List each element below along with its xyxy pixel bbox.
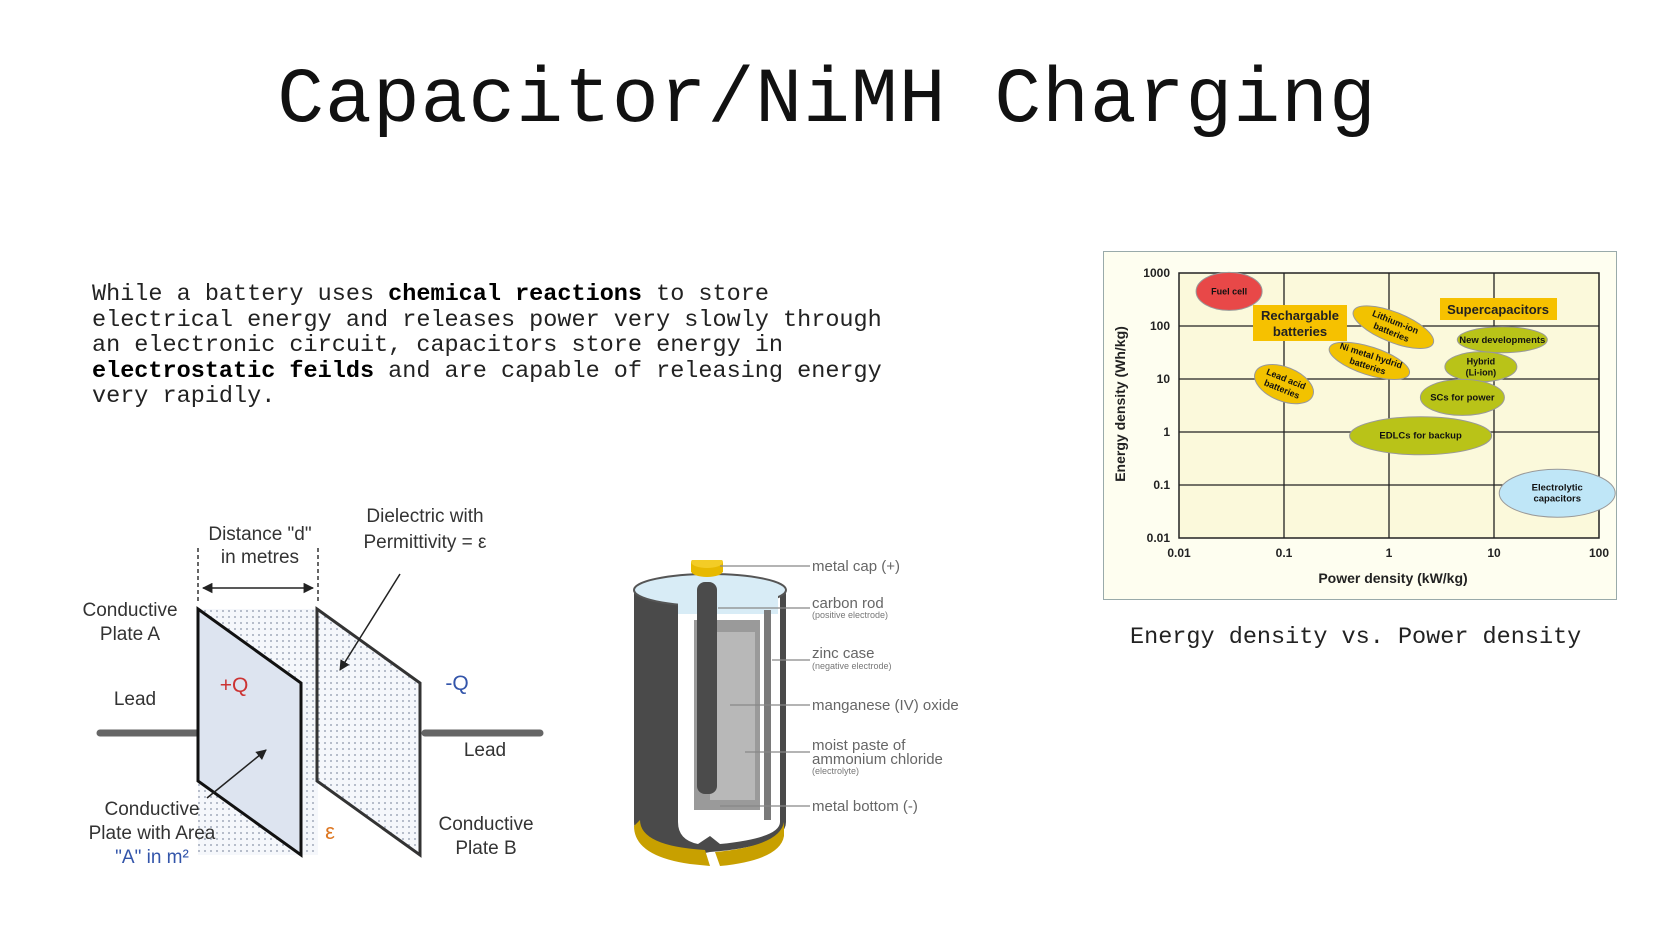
para-text-2: to store electrical energy and releases … [92,281,882,359]
lead-right-label: Lead [464,740,506,761]
area-label-2: Plate with Area [89,823,216,844]
carbon-rod [697,582,717,794]
plate-a-label-1: Conductive [82,600,177,621]
region-scs-for-power: SCs for power [1419,378,1505,416]
region-label: Hybrid [1467,356,1496,366]
region-shape [1498,468,1616,518]
region-label: Fuel cell [1211,286,1247,296]
plate-b-label-1: Conductive [438,814,533,835]
page-title: Capacitor/NiMH Charging [277,57,1377,145]
x-tick-label: 10 [1487,546,1501,560]
region-label: (Li-ion) [1466,367,1497,377]
manganese-label: manganese (IV) oxide [812,697,959,714]
distance-label-2: in metres [221,547,299,568]
region-label: Electrolytic [1532,483,1583,494]
lead-left-label: Lead [114,689,156,710]
region-edlcs-for-backup: EDLCs for backup [1349,416,1493,456]
region-label: capacitors [1533,494,1581,505]
area-label-1: Conductive [104,799,199,820]
region-hybrid-li-ion-: Hybrid(Li-ion) [1444,351,1518,383]
dielectric-arrow [339,573,401,671]
para-bold-chemical: chemical reactions [388,281,642,308]
region-shape [1349,416,1493,456]
para-text-1: While a battery uses [92,281,389,308]
rechargable-label-2: batteries [1273,324,1327,339]
metal-bottom-label: metal bottom (-) [812,798,918,815]
region-shape [1328,341,1411,380]
zinc-case-sub-label: (negative electrode) [812,661,892,671]
supercapacitors-label: Supercapacitors [1447,302,1549,317]
intro-paragraph: While a battery uses chemical reactions … [92,282,962,410]
carbon-rod-label: carbon rod [812,595,884,612]
region-fuel-cell: Fuel cell [1195,271,1263,311]
region-label: New developments [1459,335,1545,346]
paste-label-2: ammonium chloride [812,751,943,768]
battery-diagram: metal cap (+) carbon rod (positive elect… [633,560,959,866]
dielectric-label-2: Permittivity = ε [363,532,487,553]
metal-cap [691,560,723,568]
distance-label-1: Distance "d" [208,524,311,545]
y-tick-label: 10 [1157,372,1171,386]
region-new-developments: New developments [1456,326,1548,354]
y-axis-label: Energy density (Wh/kg) [1112,326,1128,482]
zinc-case-label: zinc case [812,645,875,662]
rechargable-box [1253,305,1347,341]
plate-a [196,606,303,858]
area-arrow [206,749,267,799]
x-tick-label: 0.01 [1167,546,1191,560]
plate-b-label-2: Plate B [455,838,516,859]
supercapacitors-box [1440,298,1557,320]
carbon-rod-sub-label: (positive electrode) [812,610,888,620]
paste-label-1: moist paste of [812,737,906,754]
y-tick-label: 1 [1163,425,1170,439]
region-label: SCs for power [1430,392,1495,403]
region-shape [1352,305,1435,349]
region-shape [1456,326,1548,354]
region-shape [1254,364,1314,405]
region-shape [1195,271,1263,311]
x-tick-label: 0.1 [1276,546,1293,560]
para-text-3: and are capable of releasing energy very… [92,357,882,410]
tick-labels: 0.01 0.1 1 10 100 0.01 0.1 1 10 100 1000 [1143,266,1609,560]
rechargable-label-1: Rechargable [1261,308,1339,323]
paste-sub-label: (electrolyte) [812,766,859,776]
area-label-3: "A" in m² [115,847,189,868]
y-tick-label: 1000 [1143,266,1170,280]
region-shape [1419,378,1505,416]
metal-cap-label: metal cap (+) [812,560,900,575]
x-axis-label: Power density (kW/kg) [1318,570,1467,586]
capacitor-diagram: Distance "d" in metres Dielectric with P… [82,506,544,868]
dielectric-label-1: Dielectric with [366,506,483,527]
plate-a-label-2: Plate A [100,624,161,645]
chart-caption: Energy density vs. Power density [1130,624,1582,651]
minus-q-label: -Q [445,672,468,695]
epsilon-label: ε [325,819,335,844]
y-tick-label: 0.01 [1147,531,1171,545]
y-tick-label: 100 [1150,319,1170,333]
plus-q-label: +Q [220,674,249,697]
region-label: EDLCs for backup [1379,431,1462,442]
ragone-chart: 0.01 0.1 1 10 100 0.01 0.1 1 10 100 1000 Fuel cell… [1103,251,1617,600]
para-bold-electrostatic: electrostatic feilds [92,357,375,385]
x-tick-label: 100 [1589,546,1609,560]
x-tick-label: 1 [1386,546,1393,560]
y-tick-label: 0.1 [1153,478,1170,492]
